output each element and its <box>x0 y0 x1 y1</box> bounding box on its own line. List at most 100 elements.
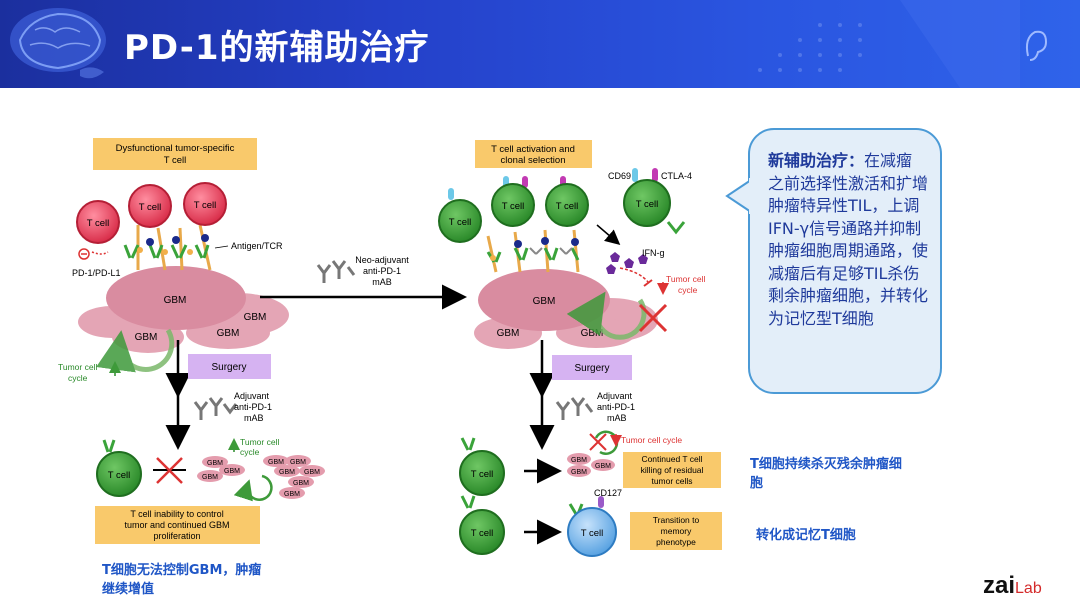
zailab-logo: zaiLab <box>983 572 1042 600</box>
neo-adjuvant-antibody-icon <box>316 260 356 283</box>
ifng-molecules-icon <box>606 252 648 274</box>
right-gbm-label-2: GBM <box>497 328 520 339</box>
note-right-row1: T细胞持续杀灭残余肿瘤细胞 <box>750 457 902 491</box>
logo-main: zai <box>983 572 1016 599</box>
left-cycle-arrow <box>96 328 175 373</box>
transition-line2: memory <box>661 526 692 536</box>
left-gbm-label-2: GBM <box>244 312 267 323</box>
ifng-inhibit-bar <box>643 279 653 287</box>
small-gbm-1: GBM <box>207 460 223 467</box>
left-red-tcell-2: T cell <box>128 184 172 228</box>
right-cycle-arrow <box>566 291 647 340</box>
right-surgery-label: Surgery <box>574 363 609 374</box>
right-adjuvant-3: mAB <box>607 413 627 423</box>
left-pd1-label: PD-1/PD-L1 <box>72 268 121 278</box>
right-row2-tcell: T cell <box>459 495 505 555</box>
ctla4-label: CTLA-4 <box>661 171 692 181</box>
callout-heading: 新辅助治疗： <box>768 151 865 170</box>
callout-pointer <box>725 178 753 214</box>
logo-lab: Lab <box>1015 580 1042 597</box>
left-header-box <box>93 138 257 170</box>
small-gbm-4: GBM <box>268 459 284 466</box>
neo-adjuvant-3: mAB <box>372 277 392 287</box>
right-row1-tcell: T cell <box>459 437 505 496</box>
left-gbm-label-3: GBM <box>217 328 240 339</box>
continued-killing-box <box>623 452 721 488</box>
left-surgery-box <box>188 354 271 379</box>
cd69-label: CD69 <box>608 171 631 181</box>
continued-line2: killing of residual <box>641 465 704 475</box>
right-cycle-blocked-x-icon <box>638 303 668 333</box>
left-bottom-line1: T cell inability to control <box>130 509 223 519</box>
right-surgery-box <box>552 355 632 380</box>
right-inline-cycle-label: Tumor cell cycle <box>621 435 682 445</box>
ifng-label: IFN-g <box>642 248 665 258</box>
right-tcell-1: T cell <box>438 188 482 243</box>
small-gbm-3: GBM <box>202 474 218 481</box>
left-tcell-label-1: T cell <box>87 218 110 229</box>
right-row1-tcell-label: T cell <box>471 469 494 480</box>
right-tcell-2: T cell <box>491 176 535 227</box>
callout-text: 新辅助治疗：在减瘤之前选择性激活和扩增肿瘤特异性TIL，上调IFN-γ信号通路并… <box>768 150 928 330</box>
left-tcell-label-4: T cell <box>108 470 131 481</box>
neo-adjuvant-section: Neo-adjuvant anti-PD-1 mAB <box>260 255 467 310</box>
left-adjuvant-antibody-icon <box>193 397 238 420</box>
antigen-pointer <box>214 245 229 249</box>
transition-box <box>630 512 722 550</box>
left-adjuvant-3: mAB <box>244 413 264 423</box>
transition-line1: Transition to <box>653 515 700 525</box>
small-gbm-9: GBM <box>284 491 300 498</box>
memory-tcell-label: T cell <box>581 528 604 539</box>
right-row2-tcell-label: T cell <box>471 528 494 539</box>
left-cycle2-label2: cycle <box>240 447 260 457</box>
left-bottom-box <box>95 506 260 544</box>
left-adjuvant-2: anti-PD-1 <box>234 402 272 412</box>
left-antigen-label: Antigen/TCR <box>231 241 283 251</box>
left-gbm-cluster: GBM GBM GBM GBM GBM GBM GBM GBM GBM <box>197 455 325 502</box>
right-header-line2: clonal selection <box>501 155 566 166</box>
slide-header: PD-1的新辅助治疗 <box>0 0 1080 88</box>
small-gbm-7: GBM <box>304 469 320 476</box>
left-surgery-label: Surgery <box>211 362 246 373</box>
left-gbm-label-main: GBM <box>164 295 187 306</box>
cd127-label: CD127 <box>594 488 622 498</box>
left-red-tcell-3: T cell <box>183 182 227 226</box>
left-bottom-line3: proliferation <box>153 531 200 541</box>
brain-icon <box>10 8 106 79</box>
right-cycle-label2: cycle <box>678 285 698 295</box>
left-antigen-dots <box>137 234 209 255</box>
right-antigen-dots <box>490 237 579 261</box>
right-small-gbm-2: GBM <box>595 463 611 470</box>
note-right-row2: 转化成记忆T细胞 <box>756 528 856 543</box>
left-panel: Dysfunctional tumor-specific T cell GBM … <box>58 138 325 544</box>
left-red-tcell-1: T cell <box>76 200 120 244</box>
right-tcell-label-1: T cell <box>449 217 472 228</box>
left-tcell-label-2: T cell <box>139 202 162 213</box>
right-row1-gbm-cluster: GBM GBM GBM <box>567 430 619 477</box>
left-failed-tcell: T cell <box>96 439 142 497</box>
right-header-box <box>475 140 592 168</box>
left-cycle-label1: Tumor cell <box>58 362 97 372</box>
dot-pattern-decoration <box>758 0 1020 88</box>
small-gbm-6: GBM <box>279 469 295 476</box>
right-header-line1: T cell activation and <box>491 144 575 155</box>
transition-line3: phenotype <box>656 537 696 547</box>
callout-box <box>748 128 942 394</box>
right-tcell-label-3: T cell <box>556 201 579 212</box>
left-bottom-line2: tumor and continued GBM <box>124 520 229 530</box>
right-adjuvant-2: anti-PD-1 <box>597 402 635 412</box>
ear-icon <box>1025 30 1048 61</box>
right-gbm-label-main: GBM <box>533 296 556 307</box>
small-gbm-8: GBM <box>293 480 309 487</box>
page-title: PD-1的新辅助治疗 <box>124 28 430 68</box>
ifng-inhibit-line <box>619 267 649 283</box>
memory-tcell: T cell <box>567 496 617 557</box>
note-left-bottom: T细胞无法控制GBM，肿瘤继续增值 <box>102 563 262 597</box>
neo-adjuvant-1: Neo-adjuvant <box>355 255 409 265</box>
right-small-gbm-3: GBM <box>571 469 587 476</box>
small-gbm-5: GBM <box>290 459 306 466</box>
right-cycle-label1: Tumor cell <box>666 274 705 284</box>
right-adjuvant-1: Adjuvant <box>597 391 633 401</box>
right-adjuvant-antibody-icon <box>555 397 594 420</box>
left-cycle2-label1: Tumor cell <box>240 437 279 447</box>
